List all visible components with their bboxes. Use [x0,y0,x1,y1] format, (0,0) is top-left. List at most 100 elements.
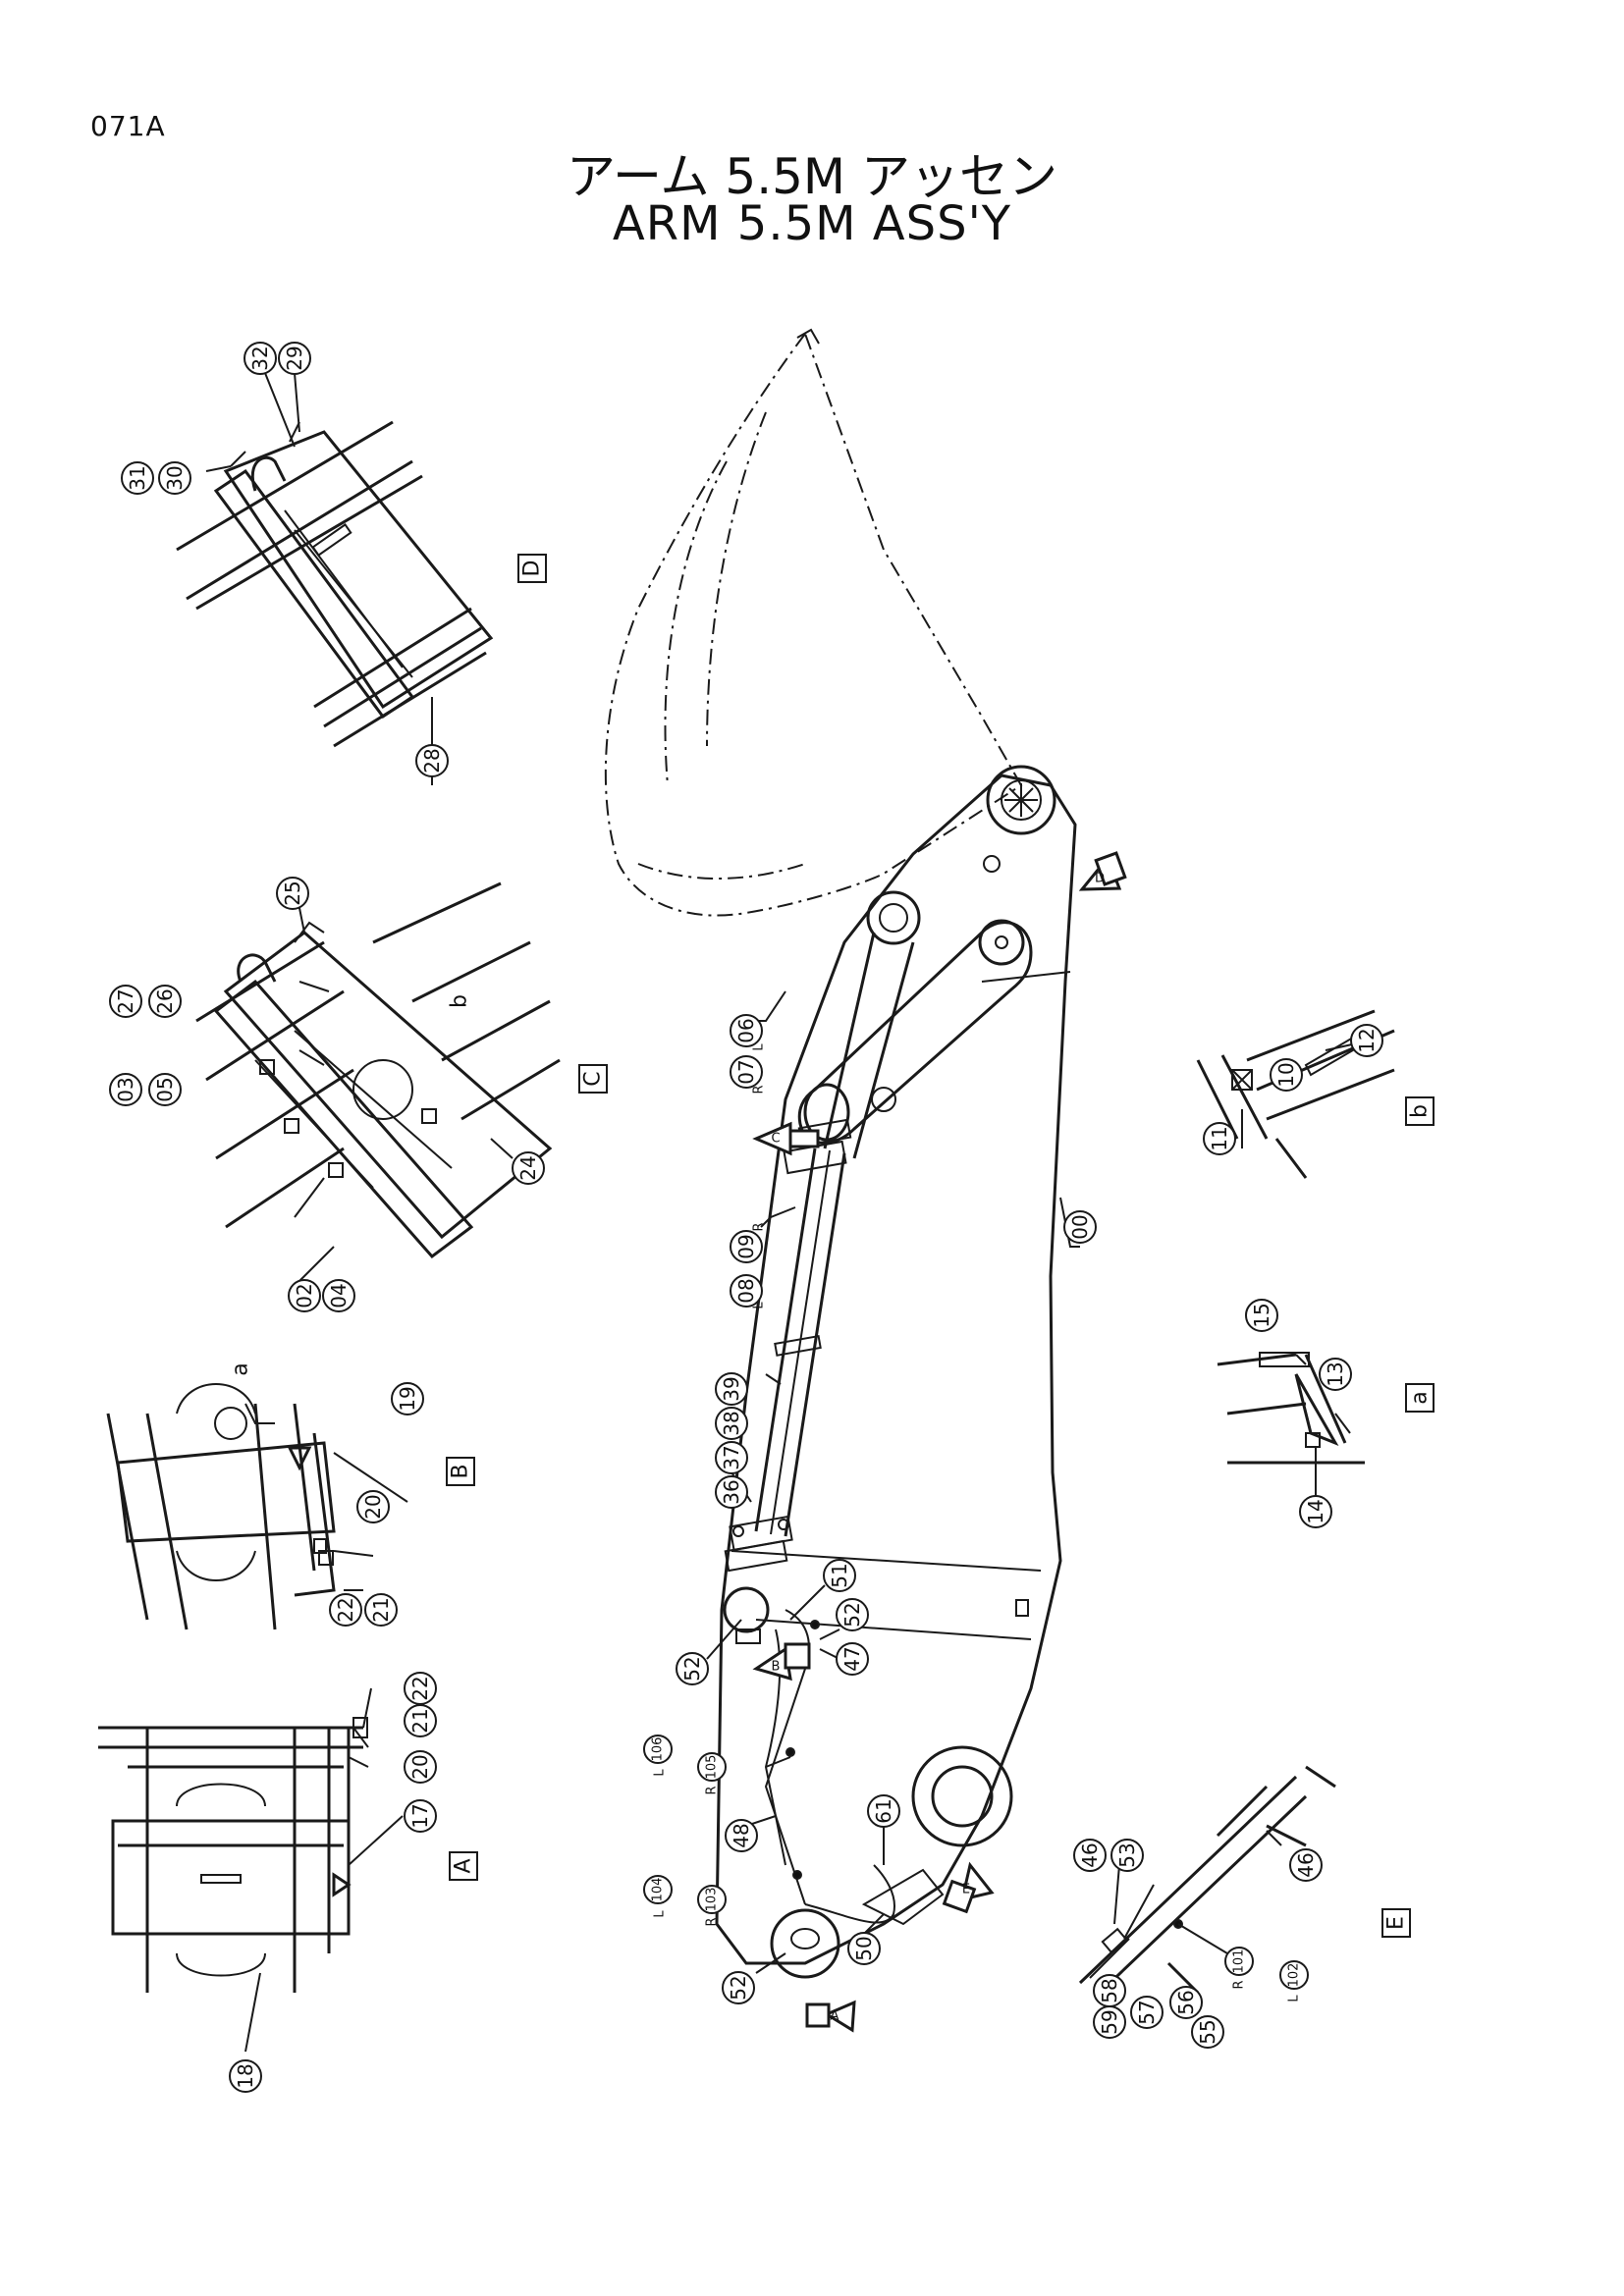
svg-text:101: 101 [1232,1949,1247,1974]
title-japanese: アーム 5.5M アッセン [567,148,1057,205]
callout-104: 104 [643,1875,673,1904]
callout-13: 13 [1319,1358,1352,1391]
side-mark-r-105: R [705,1786,720,1794]
svg-text:38: 38 [720,1411,743,1435]
svg-text:28: 28 [420,748,444,773]
svg-text:17: 17 [408,1803,432,1828]
svg-text:03: 03 [114,1077,137,1101]
svg-text:C: C [581,1071,606,1086]
callout-46-left: 46 [1073,1839,1107,1872]
callout-46-right: 46 [1289,1848,1323,1882]
side-mark-l-106: L [653,1769,668,1777]
detail-mark-b: b [448,994,472,1008]
callout-03: 03 [109,1073,142,1106]
svg-text:53: 53 [1115,1842,1139,1867]
callout-52-left: 52 [676,1652,709,1685]
svg-text:22: 22 [334,1597,357,1622]
callout-51: 51 [823,1559,856,1592]
callout-59: 59 [1093,2005,1126,2039]
view-arrow-d: D [1078,851,1127,891]
svg-text:56: 56 [1174,1990,1198,2014]
callout-50: 50 [847,1932,881,1965]
view-label-b: B [446,1457,475,1486]
callout-11: 11 [1203,1122,1236,1155]
callout-38: 38 [715,1407,748,1440]
svg-text:46: 46 [1294,1852,1318,1877]
callout-55: 55 [1191,2015,1224,2049]
callout-10: 10 [1270,1058,1303,1092]
svg-text:09: 09 [734,1234,758,1258]
callout-21: 21 [364,1593,398,1627]
title-english: ARM 5.5M ASS'Y [612,196,1012,251]
view-arrow-c: C [752,1121,820,1156]
callout-30: 30 [158,461,191,495]
view-label-a-small: a [1405,1383,1435,1413]
svg-text:30: 30 [163,465,187,490]
detail-a-drawing [98,1717,368,1993]
svg-text:51: 51 [828,1563,851,1587]
svg-text:a: a [1408,1391,1433,1404]
callout-25: 25 [276,877,309,910]
svg-text:59: 59 [1098,2009,1121,2034]
callout-22: 22 [329,1593,362,1627]
svg-text:B: B [772,1660,781,1675]
svg-text:102: 102 [1287,1963,1302,1988]
detail-c-drawing [195,881,561,1259]
callout-52: 52 [836,1598,869,1631]
svg-text:21: 21 [369,1597,393,1622]
callout-15: 15 [1245,1299,1278,1332]
svg-text:12: 12 [1355,1028,1379,1052]
svg-text:27: 27 [114,988,137,1013]
svg-text:36: 36 [720,1479,743,1504]
callout-106: 106 [643,1735,673,1764]
svg-text:13: 13 [1324,1362,1347,1386]
callout-21-a: 21 [404,1704,437,1737]
side-mark-l-104: L [653,1910,668,1918]
svg-text:61: 61 [872,1798,895,1823]
view-label-e: E [1381,1908,1411,1938]
callout-47: 47 [836,1642,869,1676]
callout-48: 48 [725,1819,758,1852]
detail-b-drawing [106,1383,336,1630]
svg-text:06: 06 [734,1018,758,1042]
callout-57: 57 [1130,1996,1164,2029]
callout-02: 02 [288,1279,321,1312]
callout-52-bottom: 52 [722,1971,755,2004]
svg-text:08: 08 [734,1278,758,1303]
callout-101: 101 [1224,1947,1254,1976]
svg-text:55: 55 [1196,2019,1219,2044]
callout-07: 07 [730,1055,763,1089]
svg-text:19: 19 [396,1386,419,1411]
svg-text:A: A [452,1858,476,1873]
callout-04: 04 [322,1279,355,1312]
svg-text:52: 52 [840,1602,864,1627]
svg-text:52: 52 [680,1656,704,1681]
side-mark-r-103: R [705,1917,720,1926]
callout-24: 24 [512,1151,545,1185]
svg-text:14: 14 [1304,1499,1327,1523]
callout-37: 37 [715,1441,748,1474]
callout-08: 08 [730,1274,763,1308]
svg-text:29: 29 [283,346,306,370]
side-mark-r-101: R [1232,1980,1247,1989]
svg-text:39: 39 [720,1376,743,1401]
svg-text:15: 15 [1250,1303,1273,1327]
svg-text:21: 21 [408,1708,432,1733]
svg-text:48: 48 [730,1823,753,1847]
callout-31: 31 [121,461,154,495]
svg-text:18: 18 [234,2063,257,2088]
svg-text:20: 20 [361,1494,385,1519]
svg-text:103: 103 [705,1888,720,1912]
svg-text:22: 22 [408,1676,432,1700]
side-mark-l: L [752,1043,767,1051]
leader-lines [205,372,1371,2053]
svg-text:10: 10 [1274,1062,1298,1087]
callout-39: 39 [715,1372,748,1406]
svg-text:31: 31 [126,465,149,490]
detail-d-drawing [176,420,494,748]
callout-28: 28 [415,744,449,777]
svg-text:37: 37 [720,1445,743,1469]
detail-mark-a: a [229,1362,253,1375]
callout-20-a: 20 [404,1750,437,1784]
